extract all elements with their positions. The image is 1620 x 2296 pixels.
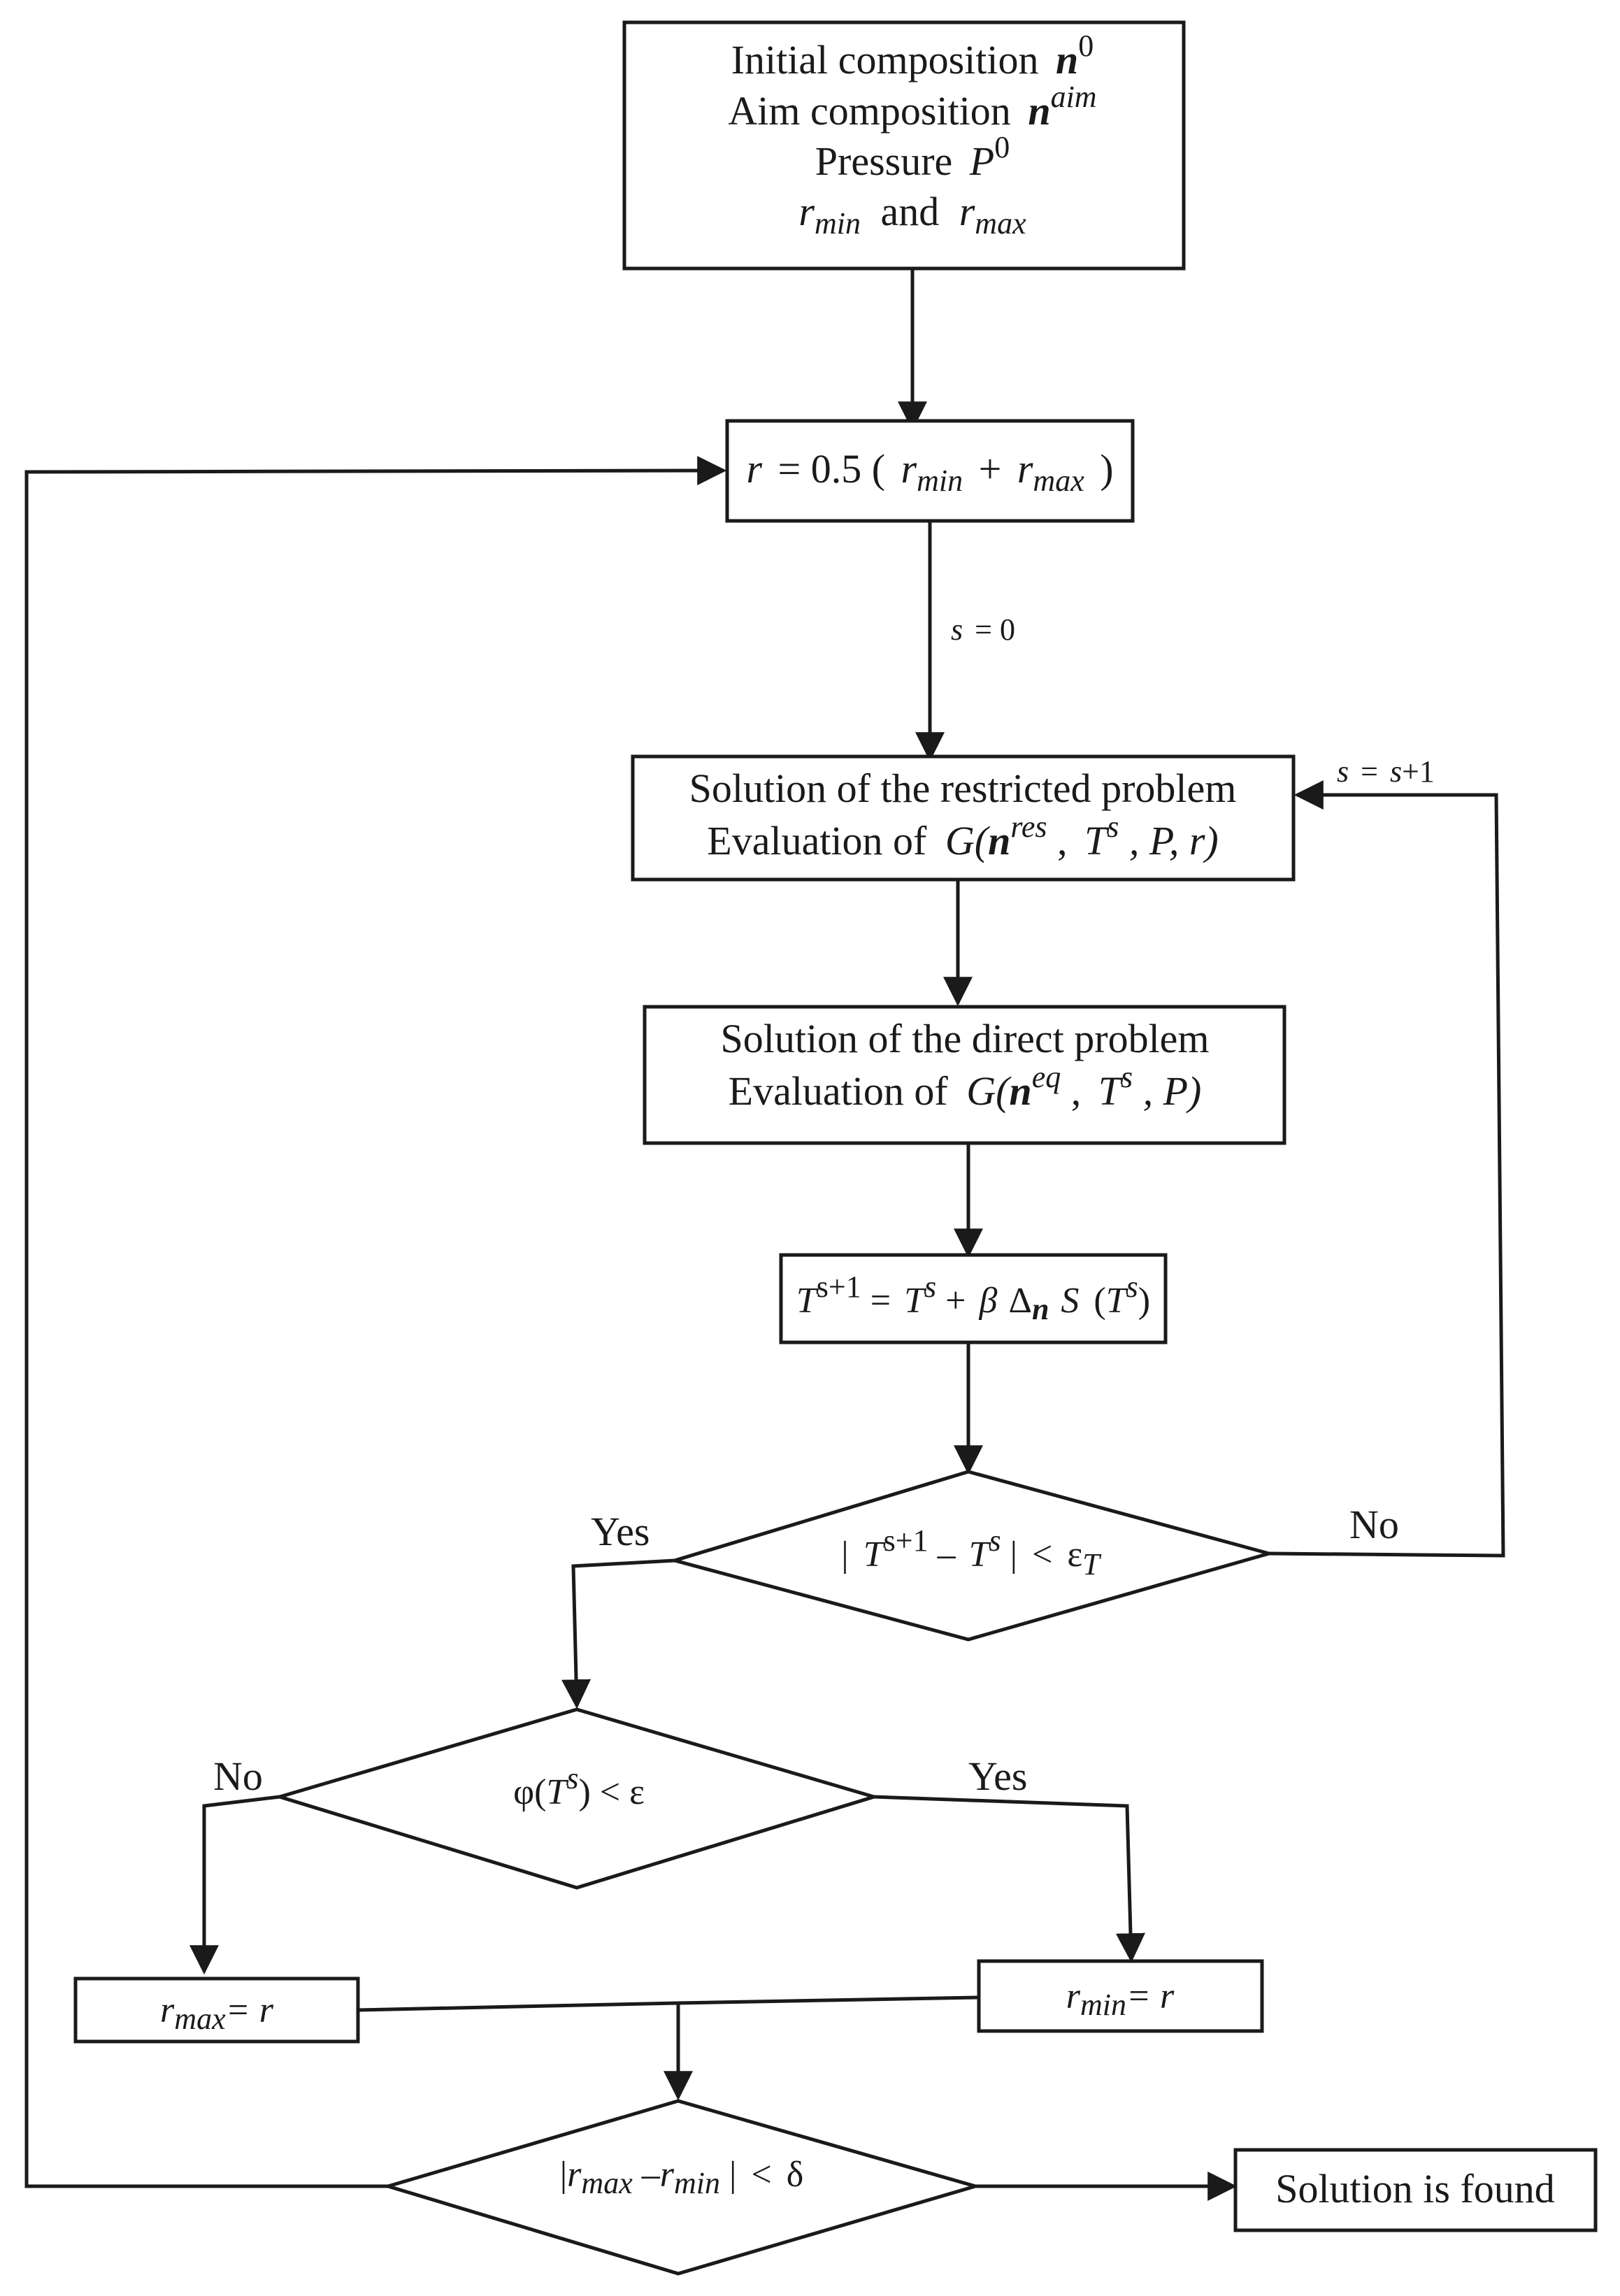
start-box: Initial composition n0 Aim composition n… [622,20,1186,271]
rmin-assign-box: rmin= r [977,1959,1264,2033]
arrow-yes-to-rmin [873,1795,1145,1963]
temperature-update-formula: Ts+1 = Ts + β Δn S (Ts) [796,1265,1150,1328]
direct-title: Solution of the direct problem [720,1016,1209,1061]
temperature-convergence-condition: | Ts+1 – Ts | < εT [841,1519,1102,1581]
phi-condition: φ(Ts) < ε [513,1761,645,1812]
restricted-problem-box: Solution of the restricted problem Evalu… [631,754,1296,882]
r-bounds-label: rmin and rmax [798,189,1026,243]
temperature-update-box: Ts+1 = Ts + β Δn S (Ts) [779,1253,1168,1344]
svg-text:Pressure P0: Pressure P0 [815,130,1010,184]
restricted-title: Solution of the restricted problem [689,766,1237,811]
r-convergence-condition: |rmax –rmin | < δ [560,2155,804,2202]
loop-back-to-bisect [24,456,727,2188]
restricted-evaluation: Evaluation of G(nres , Ts , P, r) [707,801,1218,863]
merge-line-rmin [678,1995,980,2005]
pressure-label: Pressure [815,138,953,184]
arrow-yes-to-decision-phi [561,1558,675,1709]
decision-phi-yes-label: Yes [968,1753,1027,1799]
svg-text:Aim composition naim: Aim composition naim [728,80,1096,134]
arrow-no-to-rmax [189,1795,280,1975]
solution-found-box: Solution is found [1233,2148,1598,2232]
rmax-assign-box: rmax= r [73,1976,360,2044]
decision-r-convergence: |rmax –rmin | < δ [382,2099,982,2276]
decision-t-no-label: No [1349,1502,1399,1547]
direct-problem-box: Solution of the direct problem Evaluatio… [643,1005,1286,1145]
connectors [24,269,1505,2201]
solution-found-label: Solution is found [1275,2166,1555,2211]
direct-evaluation: Evaluation of G(neq , Ts , P) [729,1051,1202,1114]
decision-temperature-convergence: | Ts+1 – Ts | < εT [668,1470,1276,1642]
s-init-label: s = 0 [951,612,1015,647]
bisect-formula: r = 0.5 ( rmin + rmax ) [746,446,1113,500]
decision-phi: φ(Ts) < ε [273,1707,880,1890]
svg-text:Initial composition n0: Initial composition n0 [731,29,1094,82]
decision-t-yes-label: Yes [591,1509,650,1554]
bisect-box: r = 0.5 ( rmin + rmax ) [725,419,1135,523]
s-increment-label: s = s+1 [1337,754,1435,789]
merge-line-rmax [357,2001,679,2012]
initial-composition-label: Initial composition [731,37,1039,82]
rmax-assign-formula: rmax= r [160,1990,274,2036]
aim-composition-label: Aim composition [728,88,1010,134]
rmin-assign-formula: rmin= r [1066,1976,1175,2022]
loop-no-s-increment [1268,780,1505,1558]
decision-phi-no-label: No [213,1753,263,1799]
